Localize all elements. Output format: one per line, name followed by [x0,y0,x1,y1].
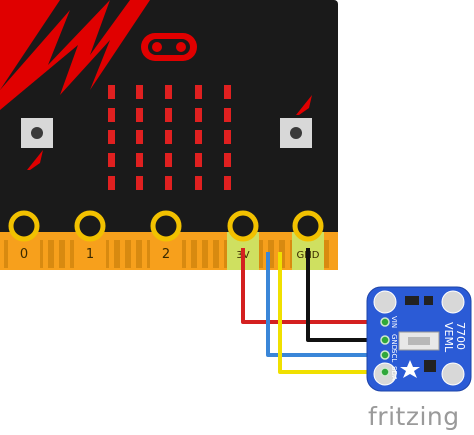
pin-0-hole[interactable] [8,210,40,242]
pin-gnd-hole[interactable] [292,210,324,242]
edge-finger [202,240,208,268]
led-r0-c1 [136,85,143,99]
sensor-pin-vin-pad[interactable] [380,317,390,327]
sensor-chip-2 [424,296,433,305]
wire-sda[interactable] [278,252,385,374]
wire-scl[interactable] [266,252,385,357]
led-r1-c3 [195,108,202,122]
led-r1-c4 [224,108,231,122]
pin-0-label: 0 [20,247,28,262]
fritzing-logo: fritzing [368,402,460,431]
led-r1-c2 [165,108,172,122]
led-r2-c1 [136,130,143,144]
pin-2[interactable]: 2 [150,210,182,270]
button-b-marker [296,95,312,115]
pin-0[interactable]: 0 [8,210,40,270]
led-r3-c0 [108,153,115,167]
pin-1-label: 1 [86,247,94,262]
led-r4-c0 [108,176,115,190]
edge-finger [59,240,65,268]
pin-2-label: 2 [162,247,170,262]
led-r4-c3 [195,176,202,190]
button-a-marker [27,150,43,170]
sensor-pin-vin[interactable]: VIN [380,316,398,328]
edge-finger [268,240,274,268]
button-a[interactable] [21,118,53,170]
sensor-title-line2: 7700 [454,322,467,350]
led-r4-c2 [165,176,172,190]
sensor-pin-scl[interactable]: SCL [380,349,398,362]
sensor-title-line1: VEML [442,322,455,353]
sensor-pin-gnd[interactable]: GND [380,334,398,350]
edge-finger [4,240,10,268]
sensor-pin-gnd-label: GND [390,334,398,350]
sensor-pin-scl-pad[interactable] [380,350,390,360]
sensor-pin-sda-label: SDA [390,366,398,381]
button-b[interactable] [280,95,312,148]
led-r4-c1 [136,176,143,190]
edge-finger [180,240,186,268]
edge-finger [48,240,54,268]
sensor-pin-gnd-pad[interactable] [380,335,390,345]
sensor-pin-sda-pad[interactable] [380,367,390,377]
led-r2-c4 [224,130,231,144]
adafruit-star-icon [400,360,420,378]
led-r2-c0 [108,130,115,144]
sensor-mount-hole-tl [373,290,397,314]
led-r3-c3 [195,153,202,167]
led-r1-c1 [136,108,143,122]
pin-1-hole[interactable] [74,210,106,242]
edge-finger [114,240,120,268]
led-r0-c0 [108,85,115,99]
edge-finger [136,240,142,268]
edge-finger [323,240,329,268]
led-r0-c4 [224,85,231,99]
sensor-mount-hole-br [441,362,465,386]
led-r0-c3 [195,85,202,99]
edge-finger [213,240,219,268]
led-r2-c3 [195,130,202,144]
sensor-chip-3 [424,360,436,372]
button-b-cap[interactable] [290,127,302,139]
wire-gnd-gnd[interactable] [306,248,385,342]
led-r1-c0 [108,108,115,122]
edge-finger [70,240,76,268]
sensor-pin-scl-label: SCL [390,349,398,362]
edge-finger [191,240,197,268]
led-r3-c2 [165,153,172,167]
wire-3v-vin[interactable] [241,248,385,324]
led-r3-c4 [224,153,231,167]
led-r3-c1 [136,153,143,167]
sensor-pin-sda[interactable]: SDA [380,366,398,381]
led-r2-c2 [165,130,172,144]
microbit-logo [141,33,197,61]
button-a-cap[interactable] [31,127,43,139]
edge-finger [125,240,131,268]
pin-2-hole[interactable] [150,210,182,242]
led-r4-c4 [224,176,231,190]
sensor-pin-vin-label: VIN [390,316,398,328]
led-matrix [108,85,231,190]
pin-3v-hole[interactable] [227,210,259,242]
wires [241,248,385,374]
pin-1[interactable]: 1 [74,210,106,270]
sensor-light-window [408,337,430,345]
sensor-chip-1 [405,296,419,305]
microbit-red-accents [0,0,150,110]
edge-finger [257,240,263,268]
led-r0-c2 [165,85,172,99]
sensor-mount-hole-tr [441,290,465,314]
